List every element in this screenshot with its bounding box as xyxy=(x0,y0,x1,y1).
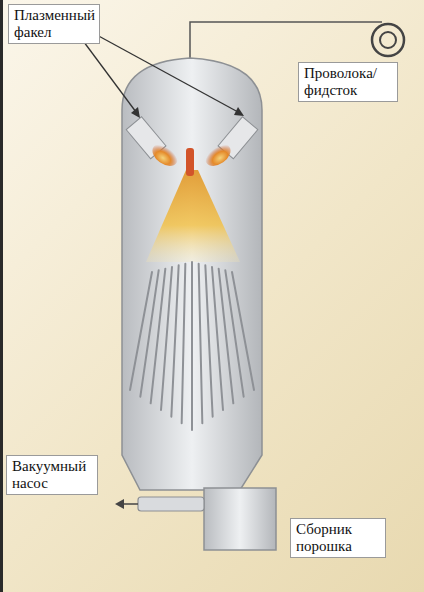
particle-streaks xyxy=(130,262,254,430)
particle-streak xyxy=(232,272,254,390)
wire-spool xyxy=(380,32,396,48)
particle-streak xyxy=(130,272,152,390)
chamber xyxy=(122,58,262,490)
wire-spool xyxy=(372,24,404,56)
torch-label: Плазменный факел xyxy=(8,4,100,44)
molten-tip xyxy=(186,148,194,176)
vacuum-pipe xyxy=(138,497,204,511)
spray-cone xyxy=(146,170,240,262)
wire-label: Проволока/ фидсток xyxy=(298,62,398,102)
particle-streak xyxy=(205,265,212,416)
particle-streak xyxy=(171,265,178,416)
plasma-flame xyxy=(148,140,181,171)
particle-streak xyxy=(182,264,186,424)
leader-line xyxy=(84,28,238,112)
leader-arrow xyxy=(131,107,140,118)
particle-streak xyxy=(161,267,172,410)
vacuum-arrow xyxy=(122,503,138,505)
pump-label: Вакуумный насос xyxy=(6,455,98,495)
vacuum-arrow xyxy=(115,499,124,509)
leader-line xyxy=(78,34,136,112)
frame-edge xyxy=(0,0,3,592)
plasma-flame xyxy=(201,140,234,171)
particle-streak xyxy=(199,264,203,424)
collector-label: Сборник порошка xyxy=(290,518,386,558)
powder-collector xyxy=(204,488,276,550)
particle-streak xyxy=(219,269,234,404)
leader-arrow xyxy=(234,107,244,116)
particle-streak xyxy=(140,270,158,396)
particle-streak xyxy=(191,262,193,430)
